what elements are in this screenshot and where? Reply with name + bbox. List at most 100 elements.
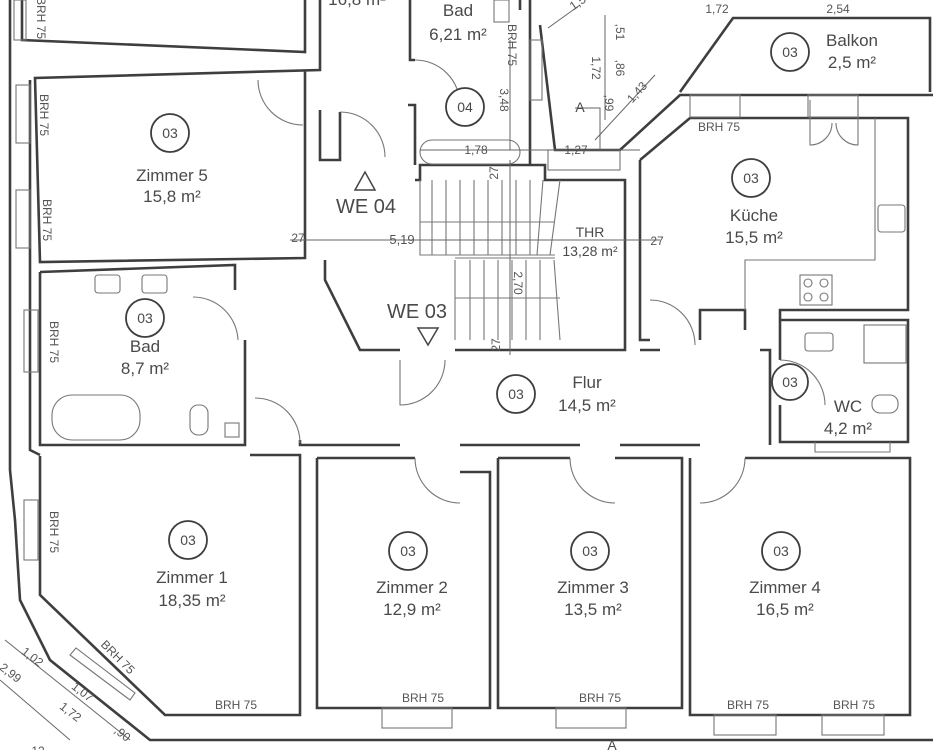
room-name: Bad xyxy=(130,337,160,356)
dim-diag: 1,43 xyxy=(624,79,650,106)
room-name: Zimmer 5 xyxy=(136,166,208,185)
room-zimmer4: 03 Zimmer 4 16,5 m² xyxy=(749,531,821,619)
room-number-badge xyxy=(168,520,208,560)
dim-bl1: 1,02 xyxy=(19,644,46,670)
dim-tub: 1,78 xyxy=(464,143,488,157)
brh-label: BRH 75 xyxy=(47,511,61,553)
dim-bl3: ,90 xyxy=(112,723,134,745)
room-number: 03 xyxy=(773,543,789,559)
window-labels: BRH 75 BRH 75 BRH 75 BRH 75 BRH 75 BRH 7… xyxy=(34,0,875,712)
room-area: 15,8 m² xyxy=(143,187,201,206)
room-area: 2,5 m² xyxy=(828,53,877,72)
section-marker-top: A xyxy=(575,99,585,115)
room-area: 12,9 m² xyxy=(383,600,441,619)
brh-label: BRH 75 xyxy=(47,321,61,363)
room-number: 04 xyxy=(457,99,473,115)
dim-v4: ,99 xyxy=(602,95,616,112)
staircase xyxy=(419,179,561,341)
brh-label: BRH 75 xyxy=(34,0,48,39)
room-flur: 03 Flur 14,5 m² xyxy=(496,373,616,415)
room-number-badge xyxy=(761,531,801,571)
room-area: 15,5 m² xyxy=(725,228,783,247)
room-number: 03 xyxy=(782,374,798,390)
dim-stair-depth: 2,70 xyxy=(511,271,525,295)
room-number: 03 xyxy=(400,543,416,559)
room-zimmer2: 03 Zimmer 2 12,9 m² xyxy=(376,531,448,619)
room-balkon: 03 Balkon 2,5 m² xyxy=(770,31,878,72)
dim-shaft: 1,27 xyxy=(564,143,588,157)
dim-v1: ,51 xyxy=(613,24,627,41)
brh-label: BRH 75 xyxy=(505,24,519,66)
dim-balkon-left: 1,72 xyxy=(705,2,729,16)
room-number-badge xyxy=(445,87,485,127)
room-number: 03 xyxy=(180,532,196,548)
room-number-badge xyxy=(731,158,771,198)
room-name: Küche xyxy=(730,206,778,225)
room-number-badge xyxy=(150,113,190,153)
walls xyxy=(8,0,933,742)
room-name: Zimmer 4 xyxy=(749,578,821,597)
room-bad-03: 03 Bad 8,7 m² xyxy=(121,298,170,378)
door-swings xyxy=(192,59,859,504)
brh-label: BRH 75 xyxy=(579,691,621,705)
room-wc: 03 WC 4,2 m² xyxy=(771,363,873,438)
room-number-badge xyxy=(125,298,165,338)
balkon-outline xyxy=(678,16,932,93)
dim-bl2: 1,07 xyxy=(69,679,96,705)
entrance-down-icon xyxy=(416,327,440,347)
room-thr: THR 13,28 m² xyxy=(562,224,618,259)
dim-wall-left: 27 xyxy=(291,231,305,245)
section-marker-bottom: A xyxy=(607,737,617,750)
entrance-up-icon xyxy=(353,170,377,191)
room-name: Zimmer 3 xyxy=(557,578,629,597)
dim-bath-depth: 3,48 xyxy=(497,88,511,112)
room-number-badge xyxy=(570,531,610,571)
room-bad-04: 04 Bad 6,21 m² xyxy=(429,1,487,127)
room-name: Zimmer 1 xyxy=(156,568,228,587)
room-zimmer1: 03 Zimmer 1 18,35 m² xyxy=(156,520,228,610)
room-number-badge xyxy=(770,32,810,72)
room-kueche: 03 Küche 15,5 m² xyxy=(725,158,783,247)
brh-label: BRH 75 xyxy=(727,698,769,712)
dimension-lines xyxy=(0,4,660,741)
room-zimmer3: 03 Zimmer 3 13,5 m² xyxy=(557,531,629,619)
entrance-we03: WE 03 xyxy=(387,301,447,323)
room-area: 4,2 m² xyxy=(824,419,873,438)
room-name: THR xyxy=(576,224,605,240)
room-number: 03 xyxy=(162,125,178,141)
brh-label: BRH 75 xyxy=(402,691,444,705)
room-number: 03 xyxy=(582,543,598,559)
room-number: 03 xyxy=(137,310,153,326)
dim-bl4: 1,72 xyxy=(57,699,84,725)
room-zimmer5: 03 Zimmer 5 15,8 m² xyxy=(136,113,208,206)
room-area: 14,5 m² xyxy=(558,396,616,415)
dim-stair-width: 5,19 xyxy=(389,232,414,247)
room-number: 03 xyxy=(743,170,759,186)
dim-wall-bottom: 27 xyxy=(489,338,503,352)
room-area: 18,35 m² xyxy=(158,591,225,610)
dim-top-diag: 1,5 xyxy=(567,0,589,13)
brh-label: BRH 75 xyxy=(698,120,740,134)
room-number: 03 xyxy=(782,44,798,60)
room-area: 16,5 m² xyxy=(756,600,814,619)
dim-bl6: 12 xyxy=(31,744,45,750)
brh-label: BRH 75 xyxy=(40,199,54,241)
brh-label: BRH 75 xyxy=(37,94,51,136)
entrance-we04: WE 04 xyxy=(336,196,396,218)
room-number-badge xyxy=(771,363,809,401)
room-area: 13,5 m² xyxy=(564,600,622,619)
room-name: Zimmer 2 xyxy=(376,578,448,597)
dim-wall-top: 27 xyxy=(487,166,501,180)
room-name: WC xyxy=(834,397,862,416)
room-area: 13,28 m² xyxy=(562,243,618,259)
room-number-badge xyxy=(388,531,428,571)
dim-v3: 1,72 xyxy=(589,56,603,80)
dim-v2: ,86 xyxy=(613,60,627,77)
room-area: 6,21 m² xyxy=(429,25,487,44)
room-number: 03 xyxy=(508,386,524,402)
room-area: 8,7 m² xyxy=(121,359,170,378)
room-name: Balkon xyxy=(826,31,878,50)
brh-label: BRH 75 xyxy=(833,698,875,712)
room-number-badge xyxy=(496,374,536,414)
